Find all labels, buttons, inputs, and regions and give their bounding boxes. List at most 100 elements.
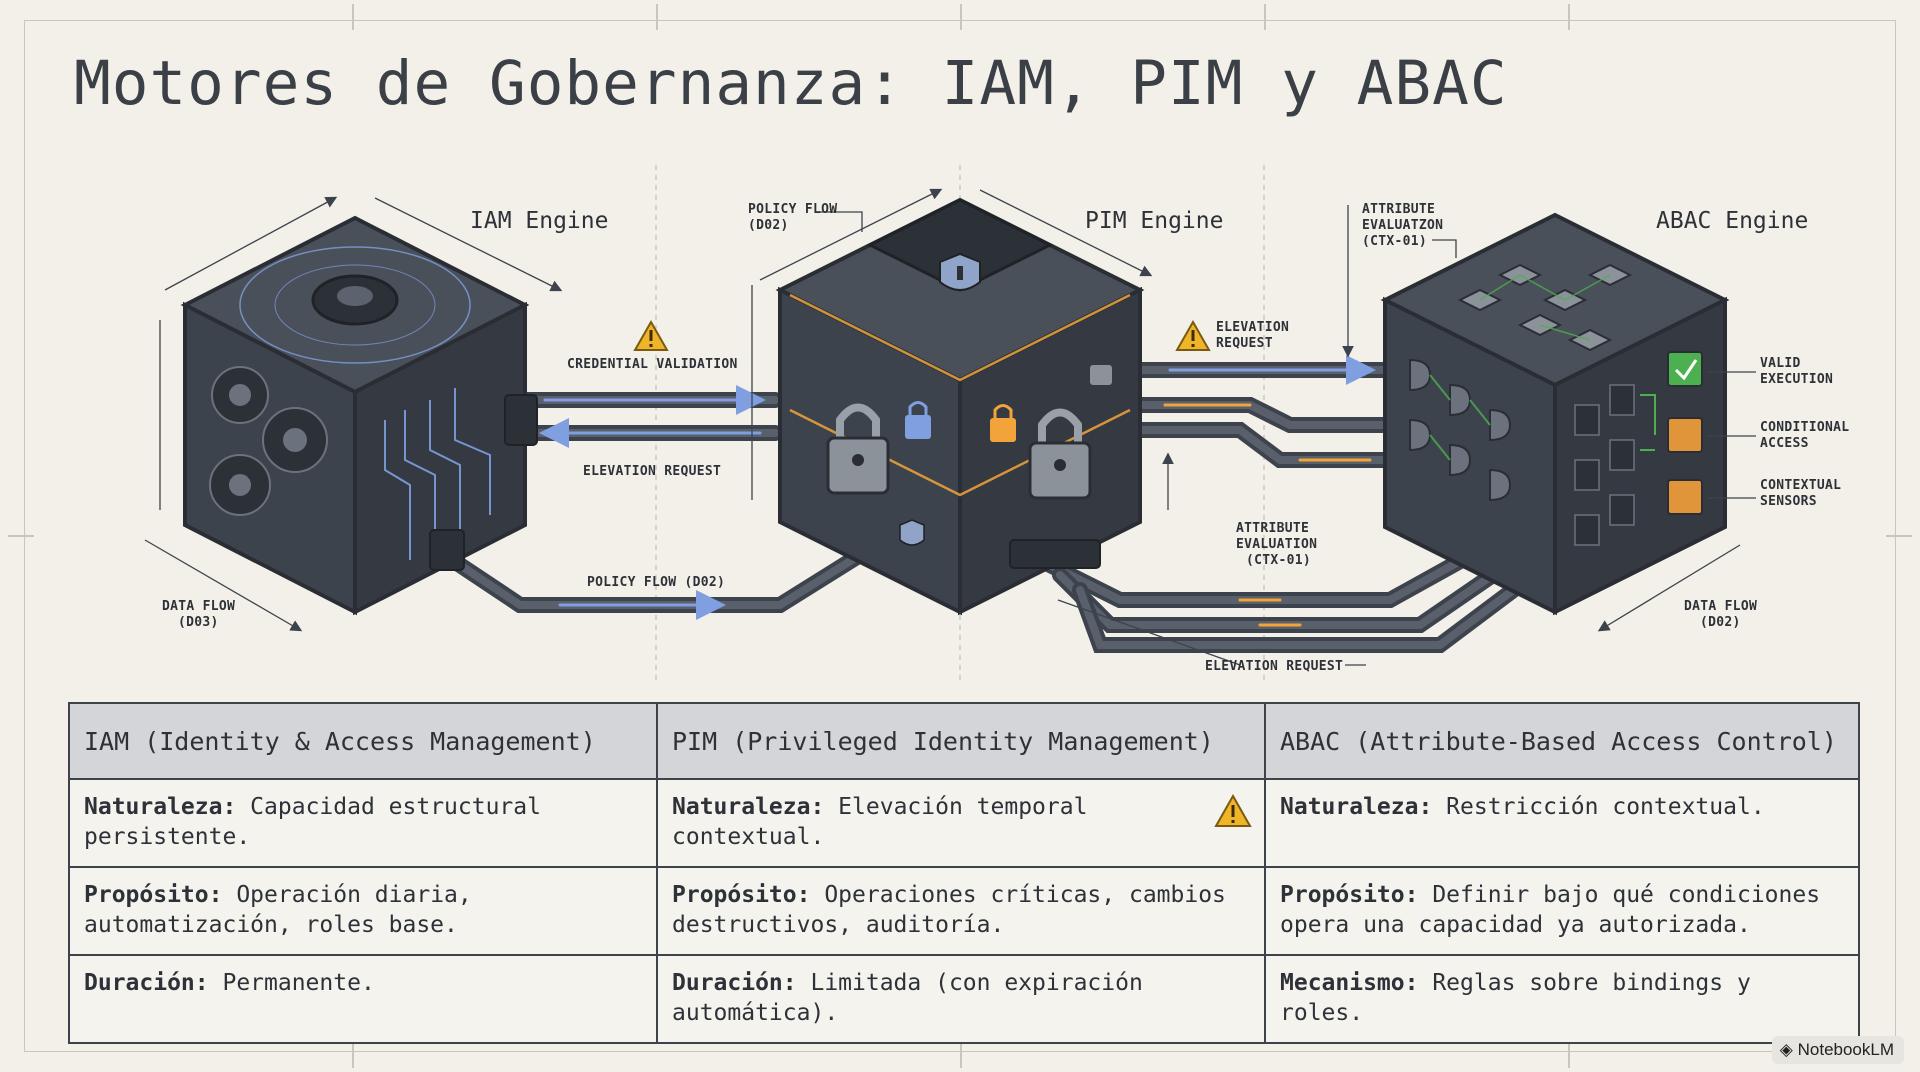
padlock-icon	[826, 403, 890, 495]
dimension-lines	[144, 188, 1741, 666]
elevation-request-left-label: ELEVATION REQUEST	[583, 464, 721, 479]
table-row: Propósito: Operación diaria, automatizaci…	[68, 866, 1860, 956]
notebooklm-badge[interactable]: ◈ NotebookLM	[1771, 1036, 1904, 1064]
notebooklm-logo-icon: ◈	[1779, 1040, 1793, 1059]
policy-flow-bottom-label: POLICY FLOW (D02)	[587, 575, 725, 590]
cell-key: Naturaleza:	[1280, 794, 1433, 820]
frame-tick	[1568, 4, 1570, 30]
cell-text: Elevación temporal	[824, 794, 1088, 820]
contextual-sensors-label-2: SENSORS	[1760, 494, 1817, 509]
policy-flow-top-label-2: (D02)	[748, 218, 789, 233]
elevation-request-right-label-1: ELEVATION	[1216, 320, 1289, 335]
table-cell: Naturaleza: Restricción contextual.	[1264, 778, 1860, 868]
table-row: Naturaleza: Capacidad estructural persist…	[68, 778, 1860, 868]
table-cell: Naturaleza: Elevación temporal contextual…	[656, 778, 1266, 868]
cell-key: Propósito:	[84, 882, 223, 908]
iam-engine-label: IAM Engine	[470, 208, 608, 234]
cell-text: Restricción contextual.	[1432, 794, 1765, 820]
cell-text: persistente.	[84, 824, 251, 850]
elevation-request-right-label-2: REQUEST	[1216, 336, 1273, 351]
cell-key: Propósito:	[1280, 882, 1419, 908]
gear-icon	[209, 366, 328, 516]
padlock-icon	[1028, 408, 1092, 500]
cell-text: destructivos, auditoría.	[672, 912, 1005, 938]
cell-key: Mecanismo:	[1280, 970, 1419, 996]
pipes	[437, 355, 1528, 653]
elevation-request-bottom-label: ELEVATION REQUEST	[1205, 659, 1343, 674]
cell-key: Propósito:	[672, 882, 811, 908]
policy-flow-top-label-1: POLICY FLOW	[748, 202, 837, 217]
contextual-sensors-label-1: CONTEXTUAL	[1760, 478, 1841, 493]
attribute-eval-top-label-2: EVALUATZON	[1362, 218, 1443, 233]
frame-tick	[1264, 4, 1266, 30]
conditional-access-label-2: ACCESS	[1760, 436, 1809, 451]
table-header-row: IAM (Identity & Access Management) PIM (…	[68, 702, 1860, 780]
warning-icon	[633, 319, 669, 351]
governance-comparison-table: IAM (Identity & Access Management) PIM (…	[68, 702, 1860, 1044]
frame-tick	[960, 4, 962, 30]
cell-text: Reglas sobre bindings y	[1418, 970, 1751, 996]
attribute-eval-bottom-label-2: EVALUATION	[1236, 537, 1317, 552]
table-cell: Propósito: Operación diaria, automatizaci…	[68, 866, 658, 956]
frame-tick	[352, 1042, 354, 1068]
warning-icon	[1175, 319, 1211, 351]
table-cell: Propósito: Operaciones críticas, cambios…	[656, 866, 1266, 956]
header-pim: PIM (Privileged Identity Management)	[656, 702, 1266, 780]
page-title: Motores de Gobernanza: IAM, PIM y ABAC	[74, 48, 1508, 119]
valid-execution-label-1: VALID	[1760, 356, 1801, 371]
logic-gate-icon	[1409, 358, 1512, 502]
cell-text: contextual.	[672, 824, 825, 850]
shield-icon	[939, 252, 981, 291]
cell-text: Limitada (con expiración	[796, 970, 1143, 996]
data-flow-right-label-1: DATA FLOW	[1684, 599, 1757, 614]
attribute-eval-top-label-1: ATTRIBUTE	[1362, 202, 1435, 217]
table-cell: Mecanismo: Reglas sobre bindings y roles.	[1264, 954, 1860, 1044]
cell-key: Duración:	[84, 970, 209, 996]
cell-text: Operación diaria,	[222, 882, 472, 908]
data-flow-left-label-2: (D03)	[178, 615, 219, 630]
cell-text: Operaciones críticas, cambios	[810, 882, 1226, 908]
gear-icon	[311, 274, 399, 326]
abac-engine-label: ABAC Engine	[1656, 208, 1808, 234]
cell-text: automatización, roles base.	[84, 912, 458, 938]
iam-engine-cube	[180, 215, 538, 616]
table-cell: Duración: Permanente.	[68, 954, 658, 1044]
pim-engine-cube	[775, 197, 1145, 616]
table-cell: Naturaleza: Capacidad estructural persist…	[68, 778, 658, 868]
cell-text: Definir bajo qué condiciones	[1418, 882, 1821, 908]
cell-text: automática).	[672, 1000, 839, 1026]
credential-validation-label: CREDENTIAL VALIDATION	[567, 357, 738, 372]
table-cell: Duración: Limitada (con expiración automá…	[656, 954, 1266, 1044]
pim-engine-label: PIM Engine	[1085, 208, 1223, 234]
frame-tick	[1568, 1042, 1570, 1068]
frame-tick	[1886, 535, 1912, 537]
cell-key: Naturaleza:	[84, 794, 237, 820]
cell-key: Naturaleza:	[672, 794, 825, 820]
governance-engines-diagram: IAM Engine PIM Engine ABAC Engine CREDEN…	[144, 165, 1849, 685]
header-abac: ABAC (Attribute-Based Access Control)	[1264, 702, 1860, 780]
attribute-eval-top-label-3: (CTX-01)	[1362, 234, 1427, 249]
frame-tick	[352, 4, 354, 30]
badge-label: NotebookLM	[1797, 1040, 1894, 1059]
conditional-access-label-1: CONDITIONAL	[1760, 420, 1849, 435]
frame-tick	[656, 4, 658, 30]
table-row: Duración: Permanente. Duración: Limitada…	[68, 954, 1860, 1044]
data-flow-right-label-2: (D02)	[1700, 615, 1741, 630]
table-cell: Propósito: Definir bajo qué condiciones o…	[1264, 866, 1860, 956]
frame-tick	[960, 1042, 962, 1068]
cell-text: roles.	[1280, 1000, 1364, 1026]
padlock-icon	[905, 365, 1112, 442]
header-iam: IAM (Identity & Access Management)	[68, 702, 658, 780]
cell-text: Permanente.	[208, 970, 375, 996]
abac-engine-cube	[1380, 212, 1730, 616]
data-flow-left-label-1: DATA FLOW	[162, 599, 235, 614]
warning-icon	[1214, 794, 1252, 827]
valid-execution-label-2: EXECUTION	[1760, 372, 1833, 387]
cell-text: Capacidad estructural	[236, 794, 541, 820]
cell-text: opera una capacidad ya autorizada.	[1280, 912, 1751, 938]
check-icon	[1667, 351, 1703, 387]
leader-lines	[818, 205, 1756, 666]
cell-key: Duración:	[672, 970, 797, 996]
attribute-eval-bottom-label-1: ATTRIBUTE	[1236, 521, 1309, 536]
frame-tick	[8, 535, 34, 537]
